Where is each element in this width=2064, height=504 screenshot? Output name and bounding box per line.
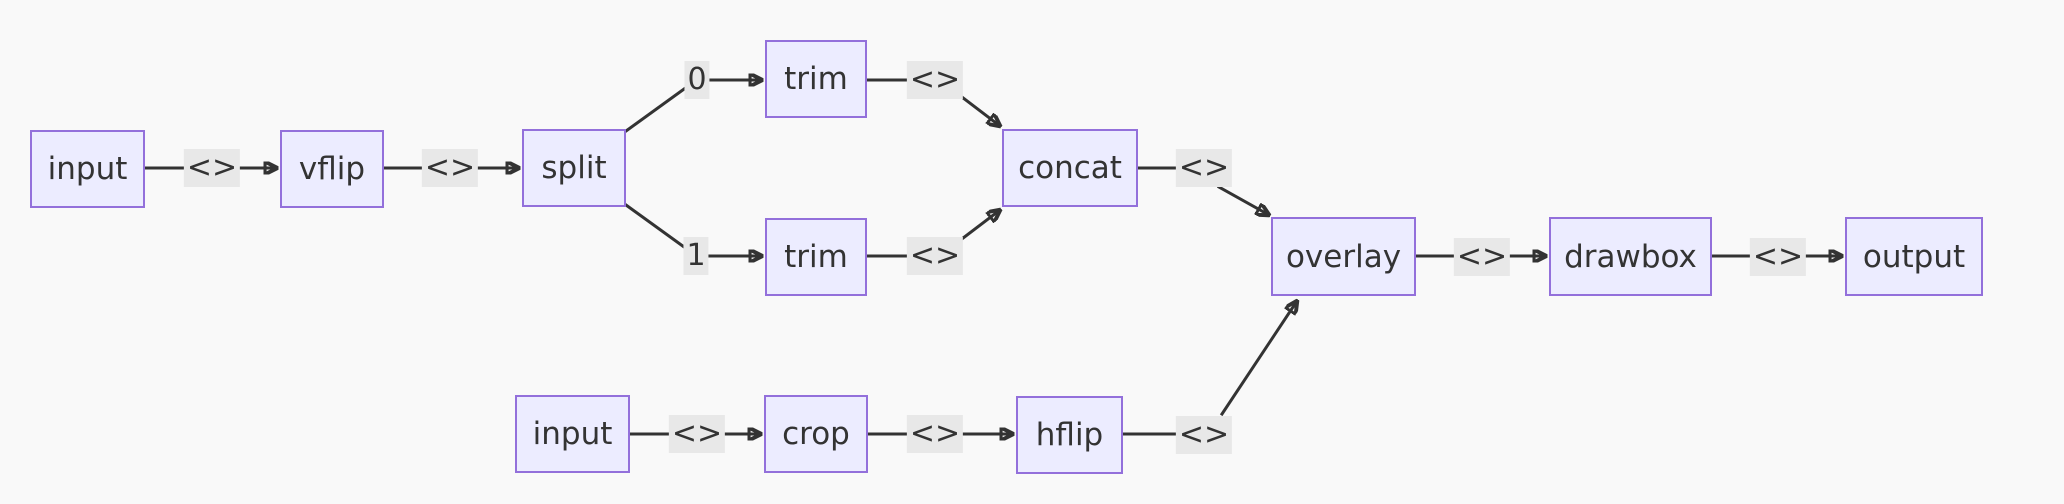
node-trim-1: trim (765, 218, 867, 296)
edge-label-overlay-to-drawbox: <> (1453, 238, 1511, 276)
edge-label-input-top-to-vflip: <> (183, 149, 241, 187)
node-input-top: input (30, 130, 145, 208)
edge-label-crop-to-hflip: <> (906, 415, 964, 453)
node-output: output (1845, 217, 1983, 296)
edge-concat-to-overlay-arrow (1216, 184, 1269, 215)
node-split: split (522, 129, 626, 207)
edge-label-split-to-trim1: 1 (683, 237, 709, 275)
node-trim-0: trim (765, 40, 867, 118)
node-vflip: vflip (280, 130, 384, 208)
edge-label-hflip-to-overlay: <> (1175, 416, 1233, 454)
edge-label-trim0-to-concat: <> (906, 61, 964, 99)
node-crop: crop (764, 395, 868, 473)
edge-split-to-trim1-diagonal (623, 202, 694, 255)
edge-split-to-trim0-diagonal (623, 81, 694, 134)
edge-label-concat-to-overlay: <> (1175, 149, 1233, 187)
node-drawbox: drawbox (1549, 217, 1712, 296)
node-concat: concat (1002, 129, 1138, 207)
edge-label-trim1-to-concat: <> (906, 237, 964, 275)
node-hflip: hflip (1016, 396, 1123, 474)
edge-label-split-to-trim0: 0 (684, 61, 710, 99)
edge-label-input-bottom-to-crop: <> (668, 415, 726, 453)
edge-label-drawbox-to-output: <> (1749, 238, 1807, 276)
node-input-bottom: input (515, 395, 630, 473)
node-overlay: overlay (1271, 217, 1416, 296)
edge-label-vflip-to-split: <> (421, 149, 479, 187)
edge-hflip-to-overlay-arrow (1219, 301, 1297, 417)
